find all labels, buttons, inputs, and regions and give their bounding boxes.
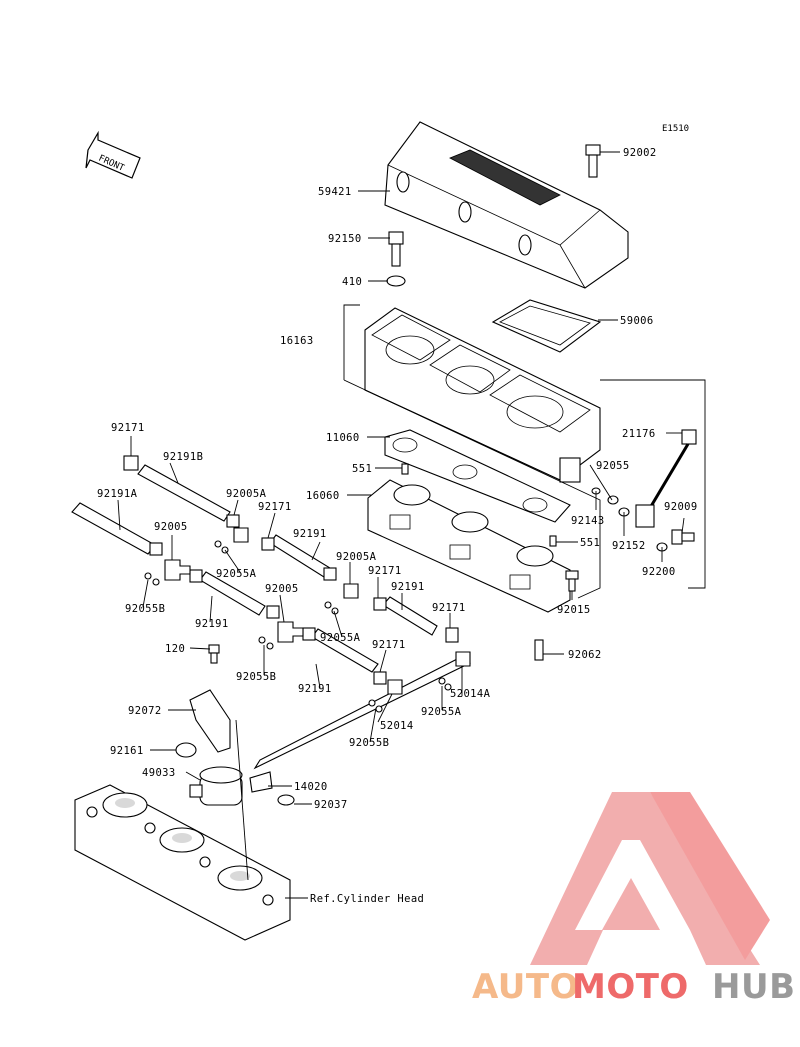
label-92005-b: 92005 (265, 583, 299, 595)
label-11060: 11060 (326, 432, 360, 444)
label-92055B-a: 92055B (125, 603, 165, 615)
label-92171-c: 92171 (368, 565, 402, 577)
label-92171-d: 92171 (432, 602, 466, 614)
seal-92055-right (607, 495, 619, 505)
automotohub-logo (530, 792, 770, 965)
diagram-code: E1510 (662, 124, 689, 134)
label-92191-c: 92191 (195, 618, 229, 630)
dowel-551-upper (401, 463, 409, 475)
bracket-92072 (189, 689, 231, 753)
label-92150: 92150 (328, 233, 362, 245)
valve-49033 (189, 766, 243, 806)
label-16060: 16060 (306, 490, 340, 502)
label-59421: 59421 (318, 186, 352, 198)
label-92005A-b: 92005A (336, 551, 377, 563)
label-92005-a: 92005 (154, 521, 188, 533)
label-ref-cylinder-head: Ref.Cylinder Head (310, 893, 424, 905)
leader-lines (117, 151, 685, 899)
label-92072: 92072 (128, 705, 162, 717)
orings-92055 (144, 540, 452, 713)
label-92191-b: 92191 (391, 581, 425, 593)
label-92171-e: 92171 (372, 639, 406, 651)
washer-92161 (175, 742, 197, 758)
hose-92191B (137, 464, 231, 522)
label-551-lower: 551 (580, 537, 600, 549)
label-92002: 92002 (623, 147, 657, 159)
label-92171-a: 92171 (111, 422, 145, 434)
front-arrow-icon: FRONT (85, 130, 141, 179)
label-92191-a: 92191 (293, 528, 327, 540)
label-92171-b: 92171 (258, 501, 292, 513)
dowel-551-lower (549, 535, 557, 547)
hose-92191-b (199, 571, 266, 616)
pin-92062 (534, 639, 544, 661)
hose-92191A (71, 502, 156, 555)
hose-92191-c (382, 596, 438, 636)
bolt-92150 (388, 231, 404, 267)
cap-92171 (123, 455, 459, 685)
label-21176: 21176 (622, 428, 656, 440)
label-92055A-b: 92055A (320, 632, 361, 644)
hose-92191-d (311, 628, 379, 673)
tee-joint-92005 (164, 527, 471, 695)
group-bracket-right (600, 379, 706, 589)
watermark-auto: AUTO (472, 967, 579, 1007)
label-92009: 92009 (664, 501, 698, 513)
label-92005A-a: 92005A (226, 488, 267, 500)
label-120: 120 (165, 643, 185, 655)
hose-92191-a (269, 534, 331, 578)
sensor-21176 (635, 429, 697, 528)
label-92055: 92055 (596, 460, 630, 472)
label-92055A-c: 92055A (421, 706, 462, 718)
group-bracket-16163 (343, 304, 601, 599)
label-92152: 92152 (612, 540, 646, 552)
intake-manifold-16060 (367, 479, 571, 613)
label-92200: 92200 (642, 566, 676, 578)
clamp-14020 (249, 771, 273, 793)
label-52014A: 52014A (450, 688, 491, 700)
bolt-120 (208, 644, 220, 664)
label-92143: 92143 (571, 515, 605, 527)
label-410: 410 (342, 276, 362, 288)
label-92055B-c: 92055B (349, 737, 389, 749)
label-14020: 14020 (294, 781, 328, 793)
label-52014: 52014 (380, 720, 414, 732)
circlip-92037 (277, 794, 295, 806)
gasket-11060 (384, 429, 571, 523)
washer-410 (386, 275, 406, 287)
label-92062: 92062 (568, 649, 602, 661)
label-551-upper: 551 (352, 463, 372, 475)
cylinder-head (74, 784, 291, 941)
bolt-92002 (585, 144, 601, 178)
label-49033: 49033 (142, 767, 176, 779)
label-92015: 92015 (557, 604, 591, 616)
label-92055A-a: 92055A (216, 568, 257, 580)
label-92161: 92161 (110, 745, 144, 757)
label-16163: 16163 (280, 335, 314, 347)
gasket-59006 (491, 299, 602, 353)
label-59006: 59006 (620, 315, 654, 327)
bolt-92009 (671, 529, 695, 545)
watermark-moto: MOTO (572, 967, 689, 1007)
label-92055B-b: 92055B (236, 671, 276, 683)
label-92037: 92037 (314, 799, 348, 811)
label-92191B: 92191B (163, 451, 203, 463)
label-92191A: 92191A (97, 488, 138, 500)
label-92191-d: 92191 (298, 683, 332, 695)
watermark-hub: HUB (712, 967, 795, 1007)
valve-cover (384, 121, 629, 289)
